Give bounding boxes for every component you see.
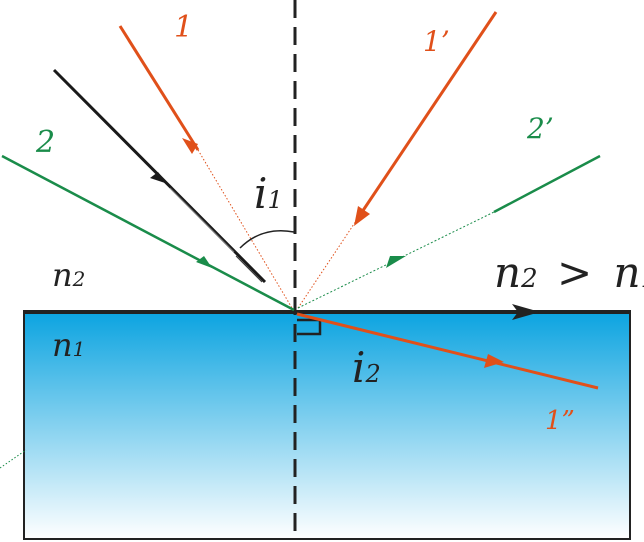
dark-ray-guide <box>169 187 235 253</box>
ray1-incident <box>118 25 200 151</box>
ray1-reflected-arrow-icon <box>354 206 370 226</box>
angle-arc-i1 <box>239 230 295 249</box>
ray2-faint-extension <box>0 449 27 469</box>
ray2-reflected-arrow-icon <box>386 256 406 268</box>
ray1-incident-dotted <box>197 149 293 309</box>
interface-arrow-icon <box>512 304 540 320</box>
dark-ray-arrow-icon <box>150 172 168 184</box>
angle-guide-a <box>235 255 263 283</box>
lower-medium-label: n1 <box>52 326 85 364</box>
ray1-refracted <box>296 312 599 390</box>
upper-medium-label: n2 <box>52 256 85 294</box>
ray2-incident <box>1 154 295 312</box>
ray1-label: 1 <box>174 10 193 45</box>
ray1-reflected-dotted <box>297 211 363 309</box>
ray1-refracted-label: 1” <box>545 406 575 436</box>
ray2-reflected <box>493 154 601 214</box>
ray1-reflected <box>360 11 498 213</box>
angle-incidence-label: i1 <box>254 169 283 218</box>
ray2-arrow-icon <box>196 256 212 268</box>
ray1-refracted-arrow-icon <box>484 354 504 368</box>
index-relation: n2 > n1 <box>494 248 644 297</box>
ray1-reflected-label: 1’ <box>423 25 450 58</box>
ray2-reflected-label: 2’ <box>526 112 554 145</box>
ray1-arrow-icon <box>182 138 198 154</box>
angle-refraction-label: i2 <box>352 343 381 392</box>
glass-block <box>23 310 631 540</box>
right-angle-marker <box>297 318 322 336</box>
ray2-label: 2 <box>35 125 55 160</box>
